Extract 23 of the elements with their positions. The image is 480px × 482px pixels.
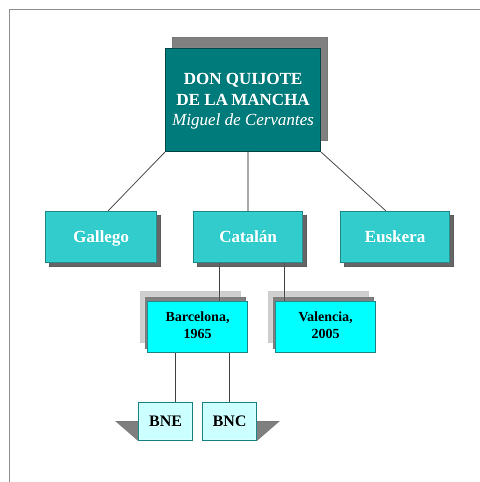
connector-line bbox=[320, 152, 386, 212]
org-box bbox=[193, 211, 303, 263]
box-title: Gallego bbox=[73, 226, 129, 248]
org-box bbox=[45, 211, 157, 263]
org-box bbox=[147, 301, 248, 353]
author-name: Miguel de Cervantes bbox=[172, 110, 314, 131]
org-box bbox=[202, 402, 257, 441]
org-box bbox=[165, 48, 321, 152]
connector-line bbox=[108, 152, 166, 212]
box-title: BNC bbox=[212, 412, 246, 432]
box-title: Euskera bbox=[364, 226, 426, 248]
connector-line bbox=[229, 352, 230, 402]
org-box bbox=[340, 211, 450, 263]
box-title: DON QUIJOTE DE LA MANCHA bbox=[175, 69, 311, 110]
org-box bbox=[275, 301, 376, 353]
connector-line bbox=[175, 352, 176, 402]
box-title: Barcelona, 1965 bbox=[164, 310, 230, 344]
box-title: Valencia, 2005 bbox=[297, 310, 354, 344]
connector-line bbox=[219, 262, 220, 302]
org-box bbox=[138, 402, 193, 441]
box-title: Catalán bbox=[219, 226, 277, 248]
box-title: BNE bbox=[149, 412, 182, 432]
connector-line bbox=[284, 262, 285, 302]
